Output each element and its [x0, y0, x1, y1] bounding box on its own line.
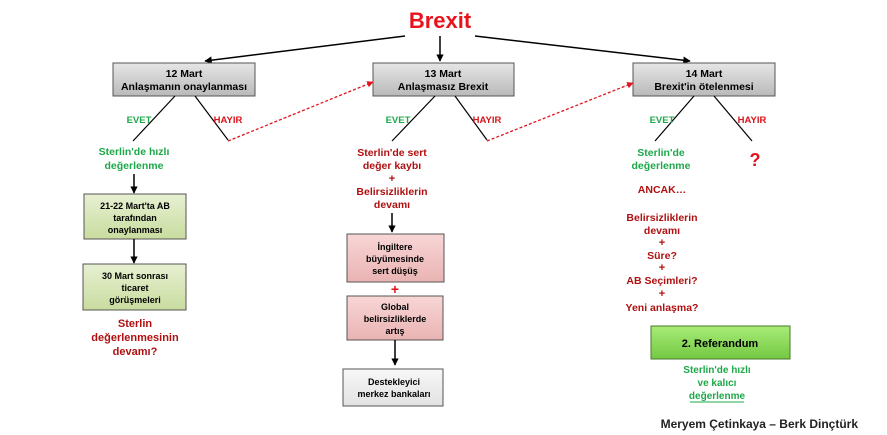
scenario-date: 14 Mart [686, 68, 723, 80]
svg-text:Belirsizliklerin: Belirsizliklerin [356, 186, 427, 198]
svg-text:21-22 Mart'ta AB: 21-22 Mart'ta AB [100, 201, 170, 211]
svg-text:büyümesinde: büyümesinde [366, 254, 424, 264]
scenario-date: 13 Mart [425, 68, 462, 80]
scenario-box-14-mart: 14 Mart Brexit'in ötelenmesi [632, 62, 776, 97]
svg-text:Süre?: Süre? [647, 250, 677, 262]
col3-ancak: ANCAK… [638, 184, 686, 196]
col3-referendum-box: 2. Referandum [650, 325, 791, 360]
scenario-box-12-mart: 12 Mart Anlaşmanın onaylanması [112, 62, 256, 97]
col3-no-outcome: ? [750, 150, 761, 170]
scenario-title: Anlaşmanın onaylanması [121, 81, 247, 93]
col2-plus: + [391, 281, 399, 297]
svg-text:+: + [659, 237, 665, 249]
svg-text:2. Referandum: 2. Referandum [682, 338, 759, 350]
hayir-label: HAYIR [473, 115, 502, 126]
scenario-date: 12 Mart [166, 68, 203, 80]
svg-text:değerlenme: değerlenme [632, 160, 691, 172]
col2-step-central-banks: Destekleyici merkez bankaları [342, 368, 444, 407]
hayir-label: HAYIR [738, 115, 767, 126]
svg-text:+: + [659, 262, 665, 274]
branch-lines [132, 95, 753, 142]
svg-text:devamı: devamı [644, 225, 680, 237]
col2-step-uk-growth: İngiltere büyümesinde sert düşüş [346, 233, 445, 283]
scenario-box-13-mart: 13 Mart Anlaşmasız Brexit [372, 62, 515, 97]
svg-text:artış: artış [385, 326, 404, 336]
svg-text:onaylanması: onaylanması [108, 225, 163, 235]
svg-text:değerlenme: değerlenme [105, 160, 164, 172]
svg-text:Belirsizliklerin: Belirsizliklerin [626, 212, 697, 224]
svg-text:sert düşüş: sert düşüş [372, 266, 418, 276]
evet-label: EVET [386, 115, 411, 126]
col3-risks: Belirsizliklerin devamı + Süre? + AB Seç… [626, 212, 699, 314]
svg-text:Sterlin'de sert: Sterlin'de sert [357, 147, 427, 159]
svg-text:Sterlin: Sterlin [118, 318, 153, 330]
svg-text:ticaret: ticaret [121, 283, 148, 293]
svg-text:devamı?: devamı? [113, 346, 158, 358]
evet-label: EVET [127, 115, 152, 126]
svg-text:Yeni anlaşma?: Yeni anlaşma? [626, 302, 699, 314]
svg-text:AB Seçimleri?: AB Seçimleri? [626, 275, 697, 287]
col2-yes-outcome: Sterlin'de sert değer kaybı + Belirsizli… [356, 147, 427, 211]
svg-text:30 Mart sonrası: 30 Mart sonrası [102, 271, 168, 281]
svg-text:+: + [659, 288, 665, 300]
svg-text:görüşmeleri: görüşmeleri [109, 295, 161, 305]
hayir-transition-arrows [227, 81, 634, 142]
svg-text:Global: Global [381, 302, 409, 312]
col3-referendum-outcome: Sterlin'de hızlı ve kalıcı değerlenme [683, 365, 751, 403]
evet-label: EVET [650, 115, 675, 126]
svg-text:ve kalıcı: ve kalıcı [698, 378, 737, 389]
svg-text:Sterlin'de hızlı: Sterlin'de hızlı [99, 146, 170, 158]
col3-yes-outcome: Sterlin'de değerlenme [632, 147, 691, 172]
svg-text:merkez bankaları: merkez bankaları [357, 389, 430, 399]
hayir-label: HAYIR [214, 115, 243, 126]
svg-text:Sterlin'de: Sterlin'de [637, 147, 685, 159]
col1-step-ab-approval: 21-22 Mart'ta AB tarafından onaylanması [83, 193, 187, 240]
svg-text:Destekleyici: Destekleyici [368, 377, 420, 387]
svg-text:Sterlin'de hızlı: Sterlin'de hızlı [683, 365, 751, 376]
scenario-title: Anlaşmasız Brexit [398, 81, 489, 93]
col1-step-trade-talks: 30 Mart sonrası ticaret görüşmeleri [82, 263, 187, 311]
col2-step-global-uncertainty: Global belirsizliklerde artış [346, 295, 444, 341]
svg-text:değerlenmesinin: değerlenmesinin [91, 332, 179, 344]
svg-text:tarafından: tarafından [113, 213, 157, 223]
svg-text:İngiltere: İngiltere [377, 242, 412, 252]
svg-text:+: + [389, 173, 395, 185]
scenario-title: Brexit'in ötelenmesi [654, 81, 753, 93]
svg-text:devamı: devamı [374, 199, 410, 211]
svg-text:değer kaybı: değer kaybı [363, 160, 421, 172]
svg-text:değerlenme: değerlenme [689, 391, 746, 402]
svg-text:belirsizliklerde: belirsizliklerde [364, 314, 427, 324]
col1-yes-outcome: Sterlin'de hızlı değerlenme [99, 146, 170, 172]
diagram-title: Brexit [409, 8, 472, 33]
title-arrows [204, 35, 691, 64]
col1-question: Sterlin değerlenmesinin devamı? [91, 318, 179, 358]
author-credit: Meryem Çetinkaya – Berk Dinçtürk [661, 417, 859, 431]
